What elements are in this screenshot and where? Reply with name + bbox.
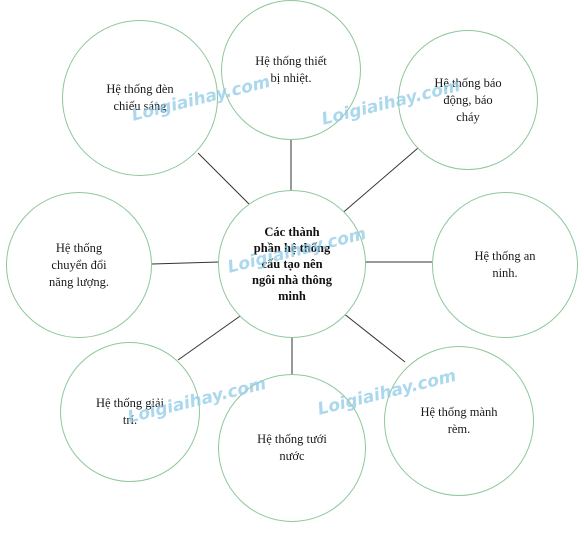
node-label: Hệ thống an ninh. — [474, 249, 536, 280]
node-tuoi-nuoc: Hệ thống tưới nước — [218, 374, 366, 522]
node-label: Hệ thống đèn chiếu sáng — [106, 82, 174, 113]
connector-manh — [342, 312, 406, 363]
connector-baodong — [338, 147, 419, 217]
node-an-ninh: Hệ thống an ninh. — [432, 192, 578, 338]
node-label: Hệ thống chuyển đổi năng lượng. — [49, 240, 109, 289]
connector-den — [197, 152, 256, 211]
node-bao-dong-bao-chay: Hệ thống báo động, báo cháy — [398, 30, 538, 170]
node-label: Hệ thống thiết bị nhiệt. — [255, 54, 327, 85]
node-thiet-bi-nhiet: Hệ thống thiết bị nhiệt. — [221, 0, 361, 140]
node-label: Hệ thống giải trí. — [95, 396, 165, 427]
node-manh-rem: Hệ thống mành rèm. — [384, 346, 534, 496]
node-center: Các thành phần hệ thống cấu tạo nên ngôi… — [218, 190, 366, 338]
node-label: Hệ thống tưới nước — [257, 432, 327, 463]
node-den-chieu-sang: Hệ thống đèn chiếu sáng — [62, 20, 218, 176]
node-label: Hệ thống báo động, báo cháy — [434, 75, 502, 124]
node-chuyen-doi-nang-luong: Hệ thống chuyển đổi năng lượng. — [6, 192, 152, 338]
center-label: Các thành phần hệ thống cấu tạo nên ngôi… — [252, 225, 332, 303]
node-label: Hệ thống mành rèm. — [420, 405, 498, 436]
node-giai-tri: Hệ thống giải trí. — [60, 342, 200, 482]
connector-chuyendoi — [151, 261, 220, 265]
connector-giaitri — [177, 313, 244, 361]
